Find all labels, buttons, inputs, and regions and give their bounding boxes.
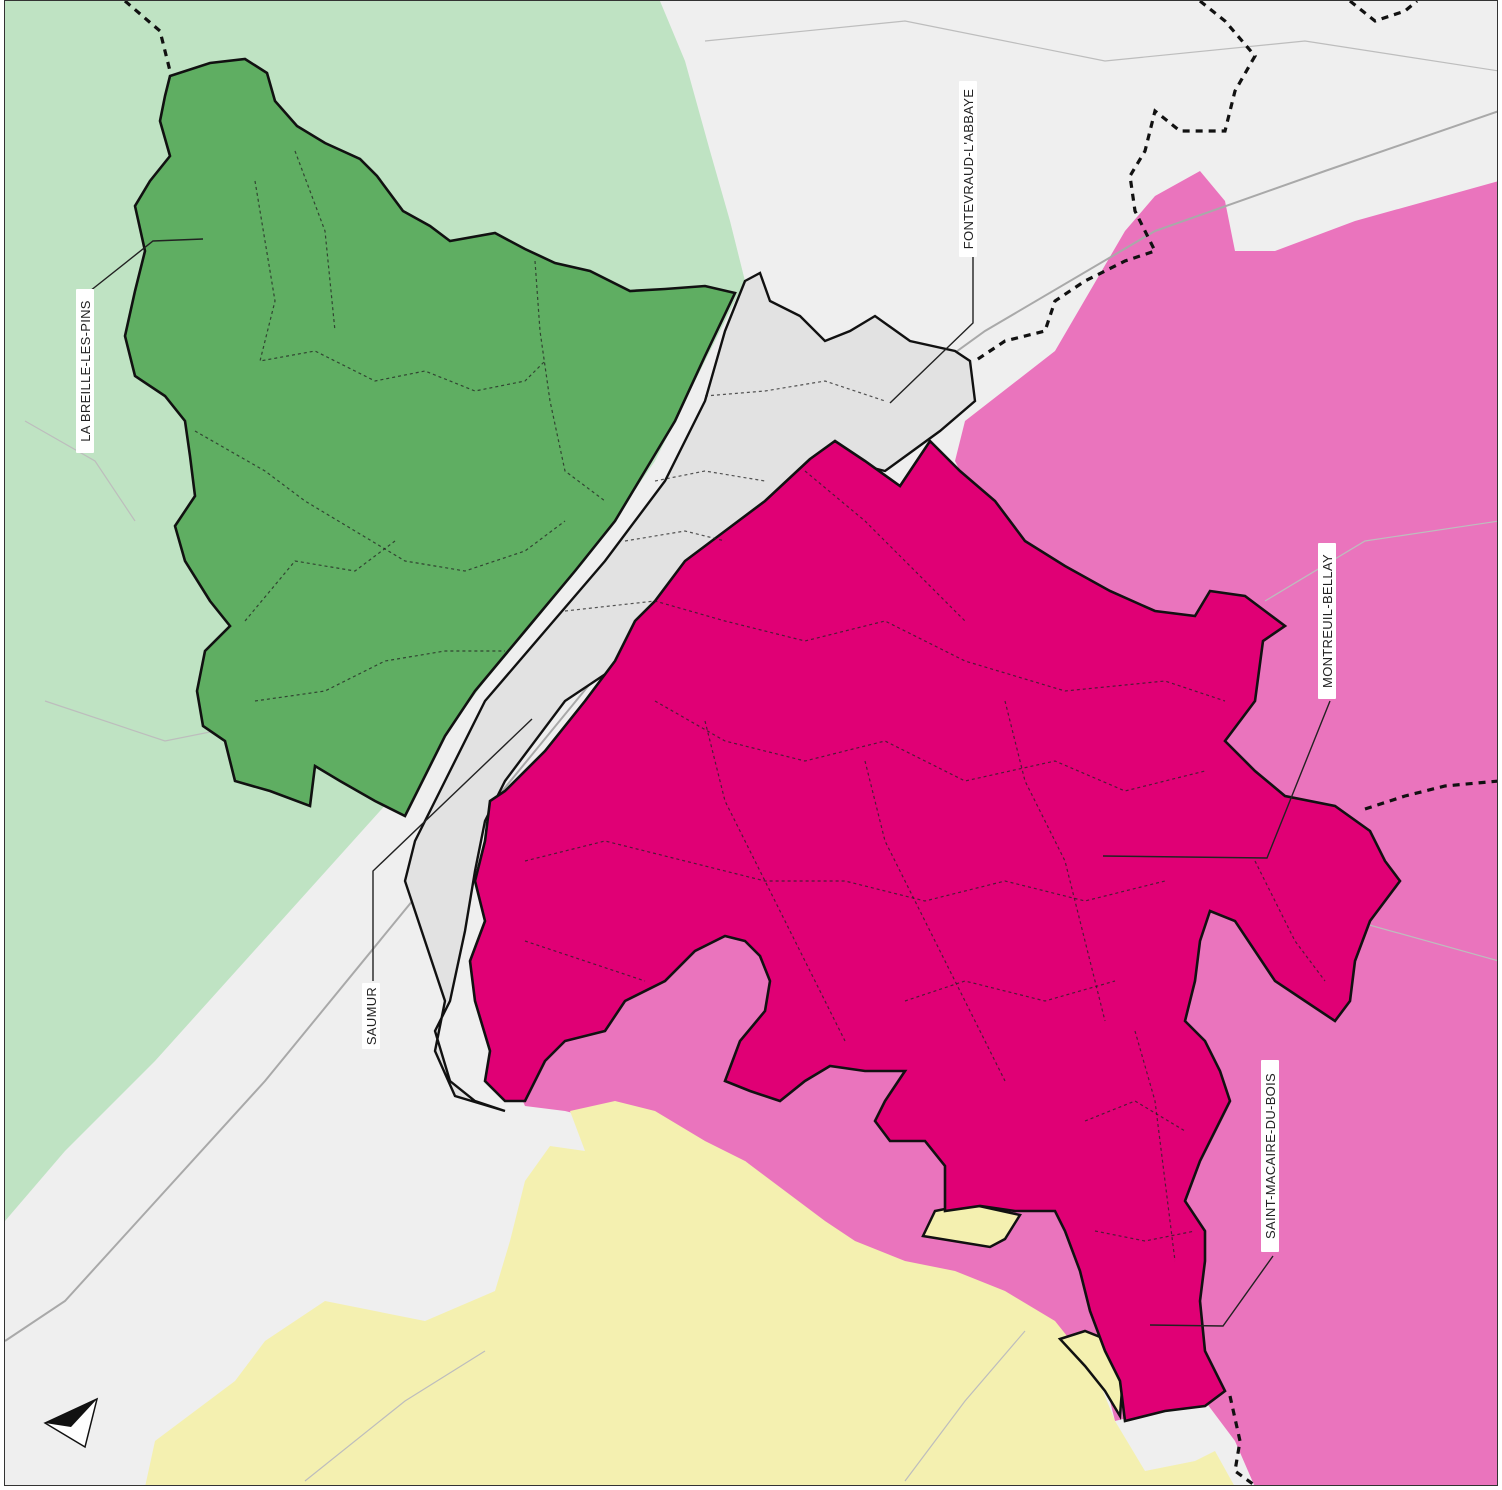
label-saint-macaire-du-bois: SAINT-MACAIRE-DU-BOIS xyxy=(1261,1060,1279,1252)
department-boundary xyxy=(123,1,1497,1485)
label-la-breille-les-pins-text: LA BREILLE-LES-PINS xyxy=(78,300,93,442)
label-montreuil-bellay: MONTREUIL-BELLAY xyxy=(1318,543,1336,699)
map-canvas[interactable]: LA BREILLE-LES-PINS FONTEVRAUD-L'ABBAYE … xyxy=(4,0,1498,1486)
label-saumur-text: SAUMUR xyxy=(364,987,379,1045)
zone-yellow xyxy=(145,1101,1234,1485)
zone-magenta xyxy=(468,438,1402,1423)
commune-boundaries xyxy=(194,150,1326,1262)
label-saumur: SAUMUR xyxy=(362,983,380,1049)
label-saint-macaire-du-bois-text: SAINT-MACAIRE-DU-BOIS xyxy=(1263,1073,1278,1239)
label-montreuil-bellay-text: MONTREUIL-BELLAY xyxy=(1320,554,1335,688)
label-fontevraud-labbaye: FONTEVRAUD-L'ABBAYE xyxy=(959,81,977,257)
zone-yellow-patch-1 xyxy=(921,1202,1022,1249)
label-fontevraud-labbaye-text: FONTEVRAUD-L'ABBAYE xyxy=(961,89,976,249)
label-la-breille-les-pins: LA BREILLE-LES-PINS xyxy=(76,289,94,453)
label-leaders xyxy=(89,238,1331,1327)
north-arrow-icon xyxy=(43,1397,99,1449)
zone-green-dark xyxy=(123,57,737,818)
zone-grey-corridor xyxy=(403,271,977,1113)
